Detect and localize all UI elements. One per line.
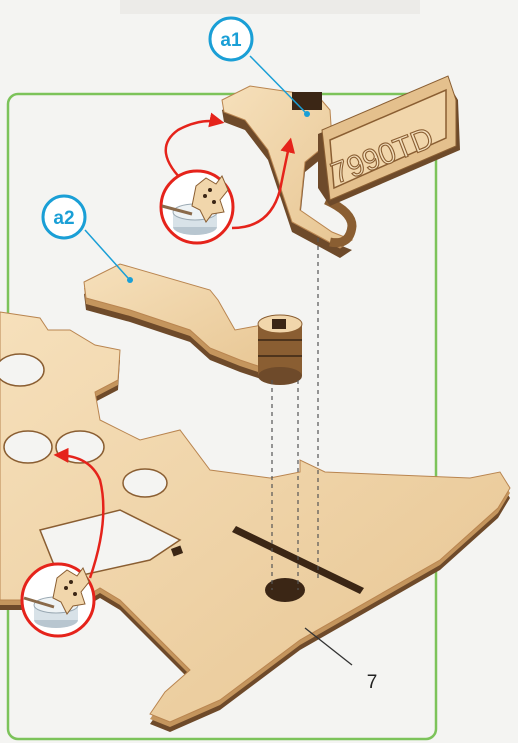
header-fade <box>120 0 420 14</box>
glue-pot-icon <box>159 169 235 245</box>
part-number-text: 7 <box>367 672 378 693</box>
glue-arrow-bottom <box>53 447 105 579</box>
glue-pot-icon <box>20 562 96 638</box>
callout-a1: a1 <box>208 16 310 117</box>
callout-a2: a2 <box>41 194 133 283</box>
callout-a1-label: a1 <box>220 30 242 51</box>
glue-arrows-top <box>164 112 296 230</box>
alignment-guides <box>271 238 319 590</box>
base-frame-part-7 <box>0 311 511 732</box>
part-7-label: 7 <box>304 627 378 693</box>
part-a2-lever <box>83 263 303 385</box>
callout-a2-label: a2 <box>53 208 74 229</box>
license-plate: 7990TD <box>318 75 460 206</box>
